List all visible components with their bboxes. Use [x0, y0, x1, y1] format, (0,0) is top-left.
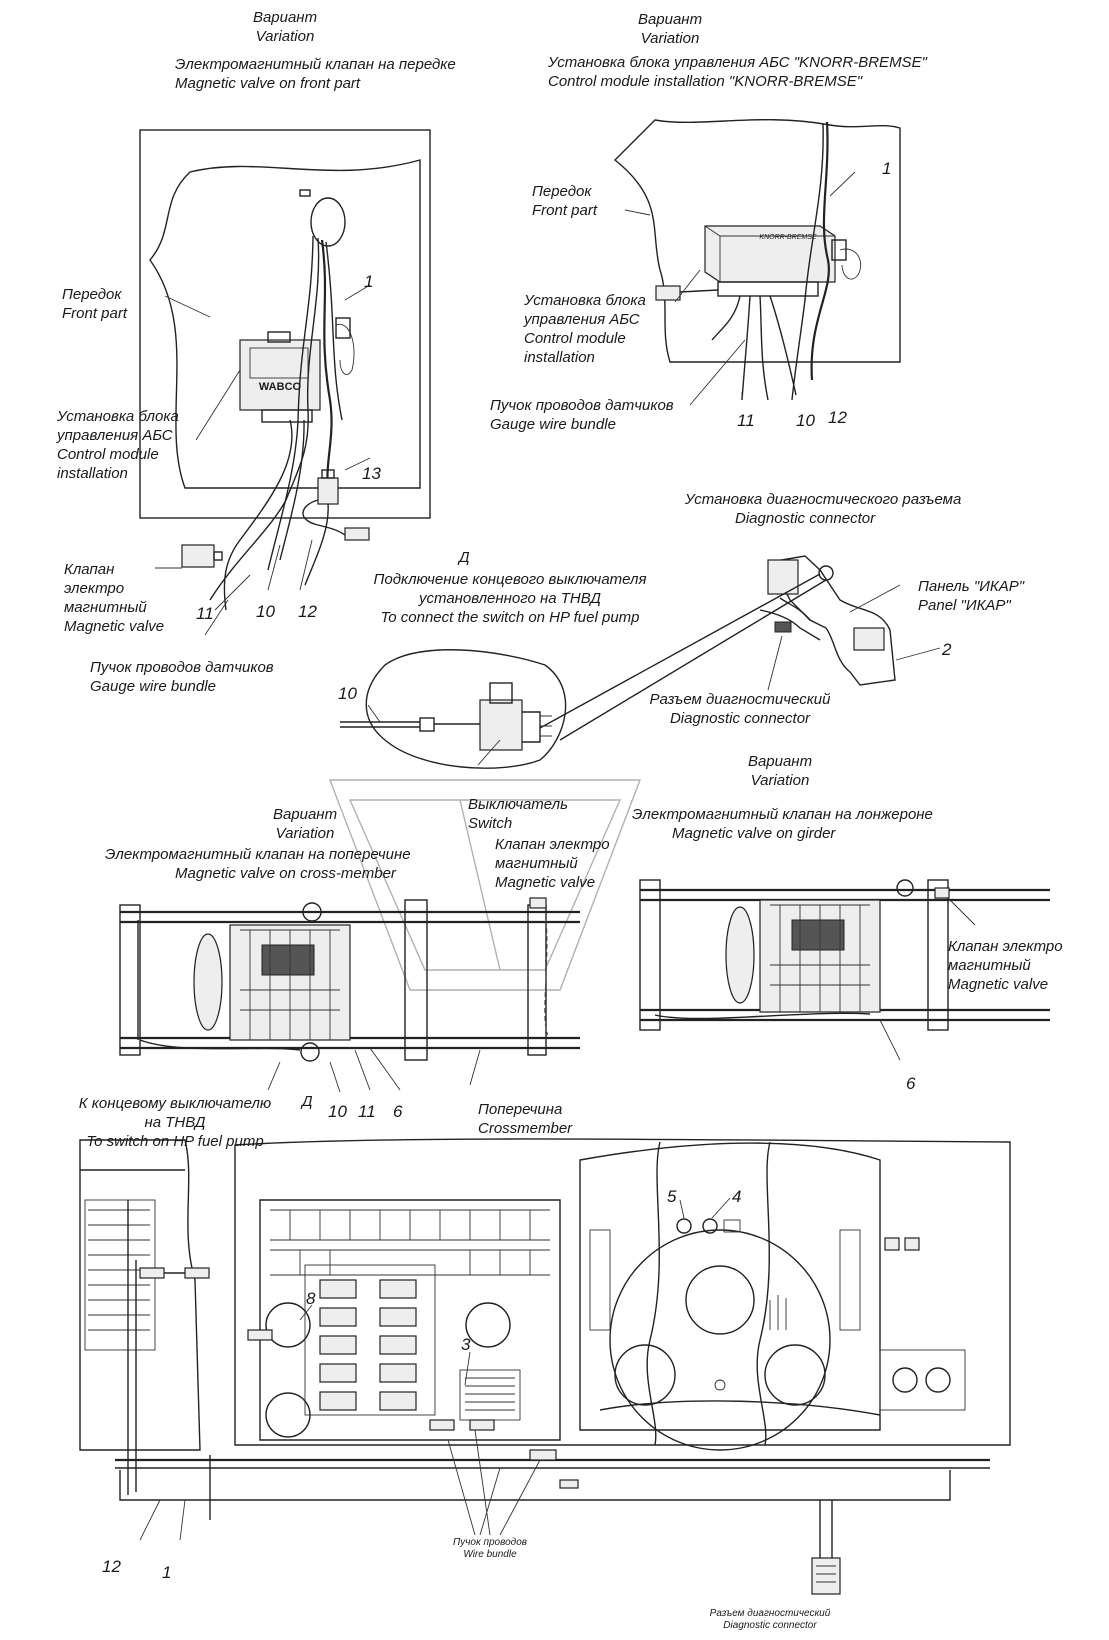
- chassis-girder-view: [639, 879, 1050, 1061]
- wabco-control-module: [239, 331, 321, 423]
- callout-11-right: 11: [737, 411, 755, 430]
- callout-10-left: 10: [256, 602, 275, 621]
- view-letter-d: Д: [459, 549, 470, 566]
- switch-detail-view: [340, 649, 567, 769]
- relay-block: [304, 1264, 436, 1416]
- callout-6-left: 6: [393, 1102, 403, 1121]
- front-part-wabco-view: [139, 129, 431, 636]
- watermark-logo: [328, 779, 642, 991]
- view-letter-d-2: Д: [302, 1093, 313, 1110]
- callout-11-left: 11: [196, 604, 214, 623]
- chassis-crossmember-view: [119, 897, 580, 1093]
- callout-1-right: 1: [882, 159, 892, 178]
- callout-1-bottom: 1: [162, 1563, 172, 1582]
- front-part-knorr-view: [613, 119, 901, 406]
- callout-11-chassis: 11: [358, 1102, 376, 1121]
- magnetic-valve-left: [181, 544, 223, 568]
- callout-10-switch: 10: [338, 684, 357, 703]
- dashboard-view: [79, 1138, 1011, 1595]
- callout-12-right: 12: [828, 408, 847, 427]
- callout-5: 5: [667, 1187, 677, 1206]
- callout-1-left: 1: [364, 272, 374, 291]
- knorr-brand: KNORR-BREMSE: [759, 234, 817, 241]
- callout-12-bottom: 12: [102, 1557, 121, 1576]
- callout-12-left: 12: [298, 602, 317, 621]
- callout-10-right: 10: [796, 411, 815, 430]
- callout-6-right: 6: [906, 1074, 916, 1093]
- knorr-bremse-control-module: [704, 225, 836, 297]
- callout-3: 3: [461, 1335, 471, 1354]
- diagnostic-connector-panel-view: [539, 555, 941, 741]
- callout-4: 4: [732, 1187, 742, 1206]
- callout-8: 8: [306, 1289, 316, 1308]
- engine-right: [725, 899, 881, 1013]
- wabco-brand: WABCO: [258, 381, 302, 393]
- callout-2: 2: [942, 640, 952, 659]
- knorr-installation-caption: Установка блока управления АБС "KNORR-BR…: [548, 54, 927, 90]
- engine-left: [193, 924, 351, 1041]
- callout-13: 13: [362, 464, 381, 483]
- callout-10-chassis: 10: [328, 1102, 347, 1121]
- instrument-cluster: [579, 1142, 881, 1451]
- ikar-panel-label: Панель "ИКАР"Panel "ИКАР": [918, 578, 1025, 614]
